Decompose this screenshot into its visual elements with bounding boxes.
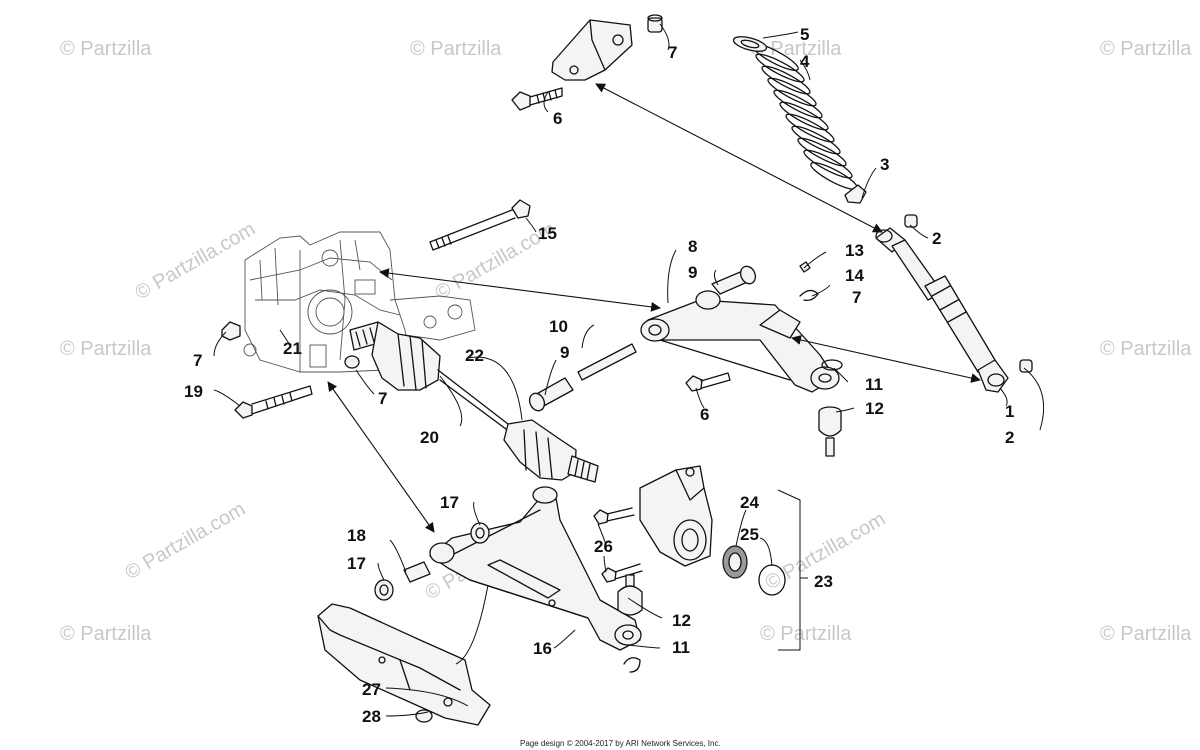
bushing-9-lower xyxy=(528,377,574,412)
callout-18: 18 xyxy=(347,526,366,545)
callout-19: 19 xyxy=(184,382,203,401)
callout-9: 9 xyxy=(560,343,569,362)
skid-plate xyxy=(317,603,491,726)
watermark: © Partzilla xyxy=(410,38,502,60)
callout-21: 21 xyxy=(283,339,302,358)
callout-5: 5 xyxy=(800,25,809,44)
callout-15: 15 xyxy=(538,224,557,243)
callout-leaders xyxy=(213,23,1045,717)
callout-2: 2 xyxy=(932,229,941,248)
callout-27: 27 xyxy=(362,680,381,699)
drive-axle xyxy=(349,321,599,483)
nut-7-left xyxy=(221,321,241,341)
callout-9: 9 xyxy=(688,263,697,282)
callout-22: 22 xyxy=(465,346,484,365)
watermark: © Partzilla xyxy=(1100,623,1192,645)
watermark: © Partzilla xyxy=(60,623,152,645)
callout-20: 20 xyxy=(420,428,439,447)
copyright-footer: Page design © 2004-2017 by ARI Network S… xyxy=(520,739,721,748)
bolt-26-lower xyxy=(601,563,643,583)
nut-2-lower xyxy=(1019,359,1033,373)
callout-11: 11 xyxy=(865,375,883,394)
nut-7-top xyxy=(647,14,663,33)
group-bracket-23 xyxy=(777,489,808,651)
callout-4: 4 xyxy=(800,52,810,71)
spring-retainer xyxy=(732,36,768,52)
ball-joint-12-lower xyxy=(617,574,643,616)
callout-24: 24 xyxy=(740,493,759,512)
nut-2-top xyxy=(904,214,918,228)
steering-knuckle xyxy=(639,465,713,567)
watermark: © Partzilla xyxy=(750,38,842,60)
bushing-9-upper xyxy=(711,265,757,295)
clip-14 xyxy=(799,289,819,302)
callout-labels: 1 2 2 3 4 5 6 6 7 7 7 7 8 9 9 10 11 11 1… xyxy=(184,25,1014,726)
watermark: © Partzilla xyxy=(60,38,152,60)
callout-2: 2 xyxy=(1005,428,1014,447)
callout-1: 1 xyxy=(1005,402,1014,421)
watermarks: © Partzilla © Partzilla © Partzilla © Pa… xyxy=(60,38,1192,645)
callout-6: 6 xyxy=(553,109,562,128)
bolt-6-top xyxy=(511,87,563,111)
ball-joint-12-upper xyxy=(818,406,842,457)
bearing-24 xyxy=(722,545,748,579)
snap-ring-11-lower xyxy=(623,657,641,673)
long-bolt-15 xyxy=(429,199,531,251)
shock-absorber xyxy=(875,227,1009,393)
bolt-19 xyxy=(234,385,313,419)
callout-7: 7 xyxy=(668,43,677,62)
upper-a-arm xyxy=(640,290,840,393)
shock-bracket xyxy=(551,19,633,81)
callout-7: 7 xyxy=(852,288,861,307)
watermark: © Partzilla xyxy=(1100,338,1192,360)
callout-6: 6 xyxy=(700,405,709,424)
callout-23: 23 xyxy=(814,572,833,591)
callout-14: 14 xyxy=(845,266,864,285)
callout-11: 11 xyxy=(672,638,690,657)
bushing-18 xyxy=(403,561,431,583)
callout-17: 17 xyxy=(440,493,459,512)
reference-arrows xyxy=(327,83,981,533)
nut-7-center xyxy=(344,355,360,369)
callout-28: 28 xyxy=(362,707,381,726)
callout-26: 26 xyxy=(594,537,613,556)
watermark: © Partzilla.com xyxy=(122,498,250,584)
callout-3: 3 xyxy=(880,155,889,174)
watermark: © Partzilla xyxy=(760,623,852,645)
bolt-6-mid xyxy=(685,372,731,392)
callout-13: 13 xyxy=(845,241,864,260)
callout-12: 12 xyxy=(672,611,691,630)
watermark: © Partzilla.com xyxy=(132,218,260,304)
callout-12: 12 xyxy=(865,399,884,418)
callout-8: 8 xyxy=(688,237,697,256)
callout-25: 25 xyxy=(740,525,759,544)
watermark: © Partzilla xyxy=(1100,38,1192,60)
callout-7: 7 xyxy=(193,351,202,370)
callout-17: 17 xyxy=(347,554,366,573)
callout-16: 16 xyxy=(533,639,552,658)
bolt-28 xyxy=(415,709,433,723)
bushing-17-upper xyxy=(470,522,490,544)
sleeve-10 xyxy=(577,343,637,381)
bolt-26-upper xyxy=(593,507,635,525)
bushing-17-lower xyxy=(374,579,394,601)
callout-10: 10 xyxy=(549,317,568,336)
callout-7: 7 xyxy=(378,389,387,408)
watermark: © Partzilla xyxy=(60,338,152,360)
